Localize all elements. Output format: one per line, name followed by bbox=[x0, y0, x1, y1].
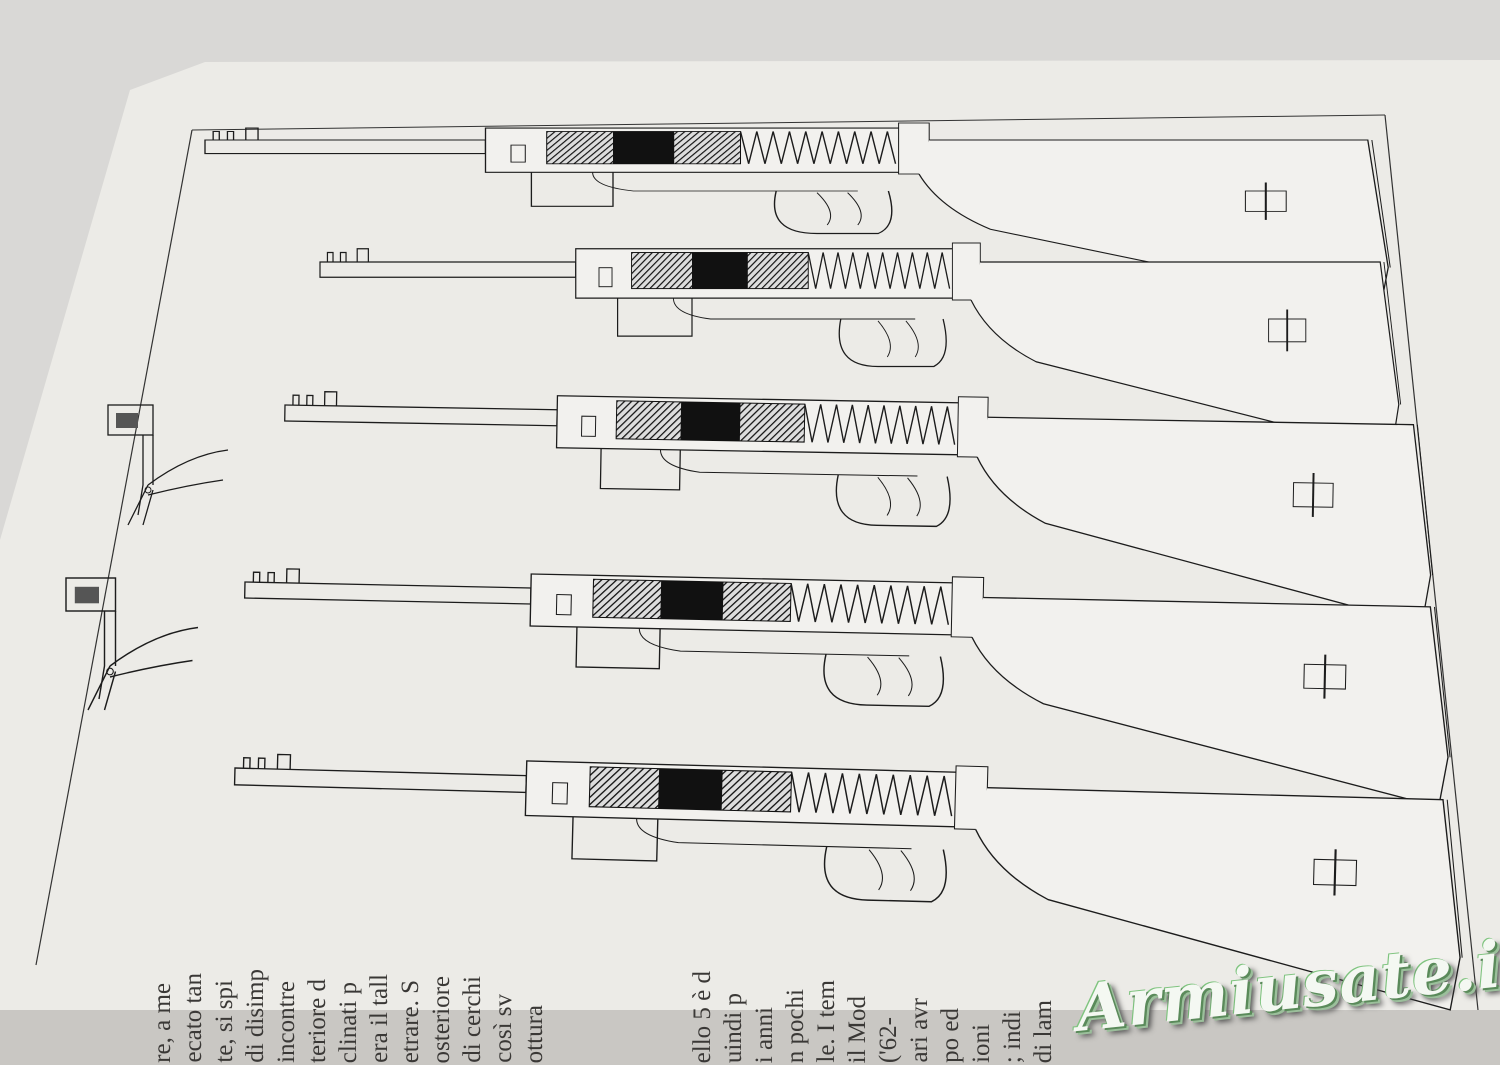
text-fragment: era il tall bbox=[366, 974, 393, 1063]
text-fragment: ; indi bbox=[999, 1010, 1026, 1063]
text-fragment: così sv bbox=[490, 994, 517, 1063]
text-fragment: ecato tan bbox=[180, 973, 207, 1063]
text-fragment: ello 5 è d bbox=[689, 970, 716, 1063]
text-fragment: di cerchi bbox=[459, 976, 486, 1063]
text-fragment: di disimp bbox=[242, 969, 269, 1063]
text-fragment: clinati p bbox=[335, 981, 362, 1063]
text-fragment: ottura bbox=[521, 1004, 548, 1063]
text-fragment: ('62- bbox=[875, 1016, 902, 1063]
frame-top-line bbox=[191, 114, 1386, 131]
frame-left-line bbox=[35, 129, 193, 966]
text-fragment: le. I tem bbox=[813, 980, 840, 1063]
text-fragment: di lam bbox=[1030, 999, 1057, 1063]
text-fragment: te, si spi bbox=[211, 980, 238, 1063]
text-fragment: re, a me bbox=[149, 983, 176, 1063]
text-fragment: i anni bbox=[751, 1006, 778, 1063]
text-fragment: ioni bbox=[968, 1024, 995, 1063]
text-fragment: incontre bbox=[273, 981, 300, 1063]
text-fragment: ari avr bbox=[906, 998, 933, 1063]
text-fragment: uindi p bbox=[720, 992, 747, 1063]
text-fragment: po ed bbox=[937, 1008, 964, 1063]
text-fragment: osteriore bbox=[428, 975, 455, 1063]
text-fragment: n pochi bbox=[782, 988, 809, 1063]
text-fragment: teriore d bbox=[304, 979, 331, 1063]
text-fragment: etrare. S bbox=[397, 979, 424, 1063]
text-fragment: il Mod bbox=[844, 995, 871, 1063]
